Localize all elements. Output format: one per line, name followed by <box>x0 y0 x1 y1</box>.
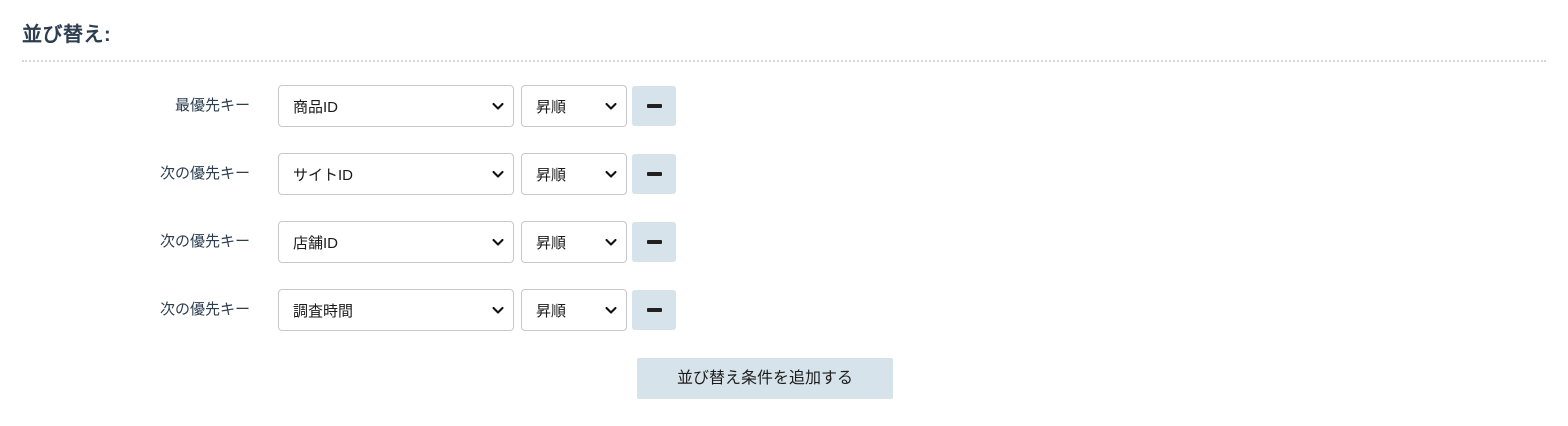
sort-key-value: 調査時間 <box>293 302 354 320</box>
minus-icon <box>646 172 662 176</box>
minus-icon <box>646 104 662 108</box>
sort-row: 最優先キー 商品ID 昇順 <box>0 85 1568 153</box>
sort-row: 次の優先キー サイトID 昇順 <box>0 153 1568 221</box>
sort-key-select[interactable]: 調査時間 <box>278 289 514 331</box>
sort-order-select[interactable]: 昇順 <box>521 153 627 195</box>
sort-key-select[interactable]: サイトID <box>278 153 514 195</box>
minus-icon <box>646 240 662 244</box>
sort-row: 次の優先キー 店舗ID 昇順 <box>0 221 1568 289</box>
sort-order-select[interactable]: 昇順 <box>521 85 627 127</box>
sort-order-value: 昇順 <box>536 166 567 184</box>
remove-sort-row-button[interactable] <box>632 290 676 330</box>
chevron-down-icon <box>491 99 505 113</box>
sort-row-label: 最優先キー <box>174 97 250 114</box>
remove-sort-row-button[interactable] <box>632 86 676 126</box>
sort-order-select[interactable]: 昇順 <box>521 221 627 263</box>
sort-rows-list: 最優先キー 商品ID 昇順 <box>0 85 1568 357</box>
chevron-down-icon <box>604 235 618 249</box>
sort-order-select[interactable]: 昇順 <box>521 289 627 331</box>
chevron-down-icon <box>604 303 618 317</box>
page-title: 並び替え: <box>22 24 112 46</box>
minus-icon <box>646 308 662 312</box>
sort-key-select[interactable]: 店舗ID <box>278 221 514 263</box>
section-divider <box>22 60 1546 62</box>
sort-row-label: 次の優先キー <box>159 233 250 250</box>
chevron-down-icon <box>491 167 505 181</box>
sort-key-value: 店舗ID <box>293 234 339 252</box>
sort-row-label: 次の優先キー <box>159 165 250 182</box>
sort-row-label: 次の優先キー <box>159 301 250 318</box>
sort-key-value: 商品ID <box>293 98 339 116</box>
chevron-down-icon <box>491 303 505 317</box>
sort-key-value: サイトID <box>293 166 354 184</box>
sort-order-value: 昇順 <box>536 234 567 252</box>
sort-key-select[interactable]: 商品ID <box>278 85 514 127</box>
add-sort-condition-button[interactable]: 並び替え条件を追加する <box>637 358 893 399</box>
sort-row: 次の優先キー 調査時間 昇順 <box>0 289 1568 357</box>
chevron-down-icon <box>604 167 618 181</box>
chevron-down-icon <box>491 235 505 249</box>
remove-sort-row-button[interactable] <box>632 154 676 194</box>
chevron-down-icon <box>604 99 618 113</box>
sort-order-value: 昇順 <box>536 302 567 320</box>
remove-sort-row-button[interactable] <box>632 222 676 262</box>
sort-order-value: 昇順 <box>536 98 567 116</box>
